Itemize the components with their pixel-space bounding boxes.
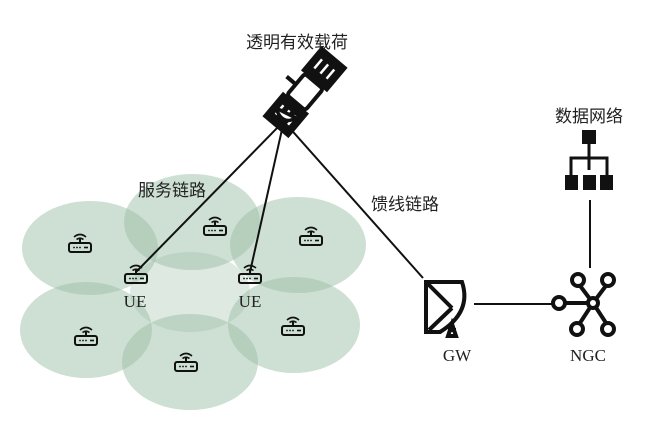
router-icon <box>68 233 92 253</box>
cell <box>230 197 366 293</box>
satellite-antenna <box>273 104 300 123</box>
service-link-label: 服务链路 <box>138 181 206 201</box>
router-icon <box>238 264 262 284</box>
router-icon <box>74 326 98 346</box>
ngc-label: NGC <box>570 346 606 365</box>
router-icon <box>281 316 305 336</box>
payload-label: 透明有效载荷 <box>246 33 348 53</box>
ue1-label: UE <box>123 292 147 311</box>
links <box>135 124 591 305</box>
gw-label: GW <box>442 346 472 365</box>
router-icon <box>124 264 148 284</box>
hierarchy-icon <box>565 130 613 190</box>
service-link-ue2 <box>249 124 284 273</box>
feeder-link-label: 馈线链路 <box>371 195 439 215</box>
router-icon <box>174 352 198 372</box>
network-hub-icon <box>551 272 616 337</box>
feeder-link <box>286 124 424 279</box>
router-icon <box>299 226 323 246</box>
cell <box>20 282 152 378</box>
router-icon <box>203 216 227 236</box>
satellite-icon <box>262 45 348 139</box>
service-link-ue1 <box>135 124 281 273</box>
routers <box>68 216 323 372</box>
data-network-label: 数据网络 <box>555 107 623 127</box>
coverage-cells <box>20 174 366 410</box>
dish-antenna-icon <box>424 280 467 338</box>
cell <box>124 174 260 270</box>
ue2-label: UE <box>238 292 262 311</box>
cell <box>130 252 250 332</box>
